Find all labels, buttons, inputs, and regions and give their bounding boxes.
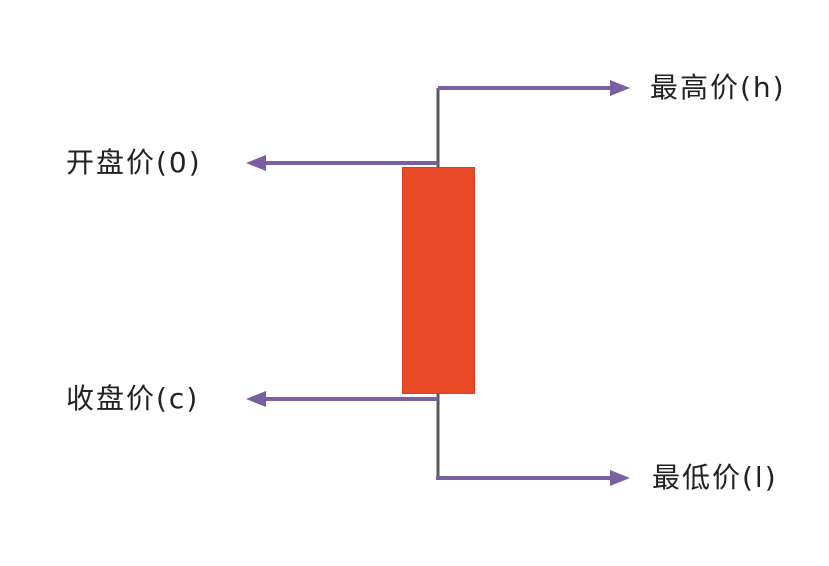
close-price-arrow	[246, 391, 438, 407]
open-arrowhead	[246, 155, 266, 171]
high-price-arrow	[438, 80, 630, 96]
close-arrowhead	[246, 391, 266, 407]
high-price-label: 最高价(h)	[650, 71, 786, 104]
candle-body	[402, 167, 475, 394]
close-price-label: 收盘价(c)	[66, 382, 200, 415]
high-arrowhead	[610, 80, 630, 96]
low-price-label: 最低价(l)	[652, 461, 778, 494]
open-price-label: 开盘价(0)	[66, 146, 202, 179]
open-price-arrow	[246, 155, 438, 171]
low-price-arrow	[436, 470, 630, 486]
candle-body-edge	[402, 167, 475, 394]
low-arrowhead	[610, 470, 630, 486]
